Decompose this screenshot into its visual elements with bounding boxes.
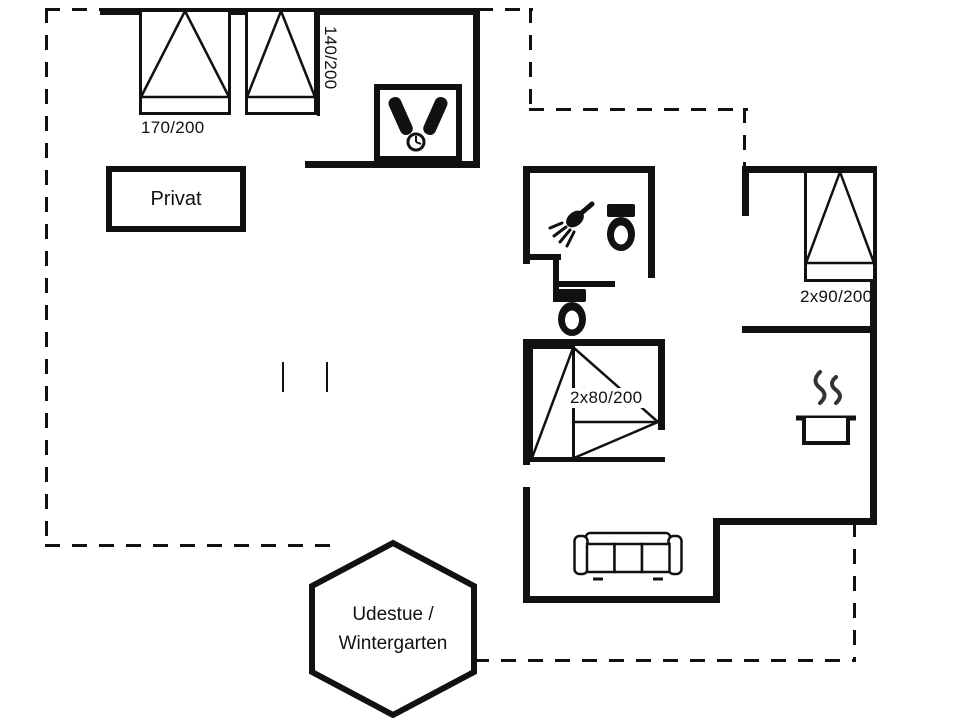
single-bed-icon: [245, 9, 317, 115]
wintergarten-hexagon: [309, 539, 477, 718]
toilet-icon: [558, 289, 586, 336]
wall-segment: [553, 254, 559, 302]
wall-segment: [648, 166, 655, 278]
wall-segment: [523, 339, 665, 346]
wall-segment: [742, 326, 877, 333]
wall-segment: [553, 281, 615, 287]
wall-segment: [742, 166, 877, 173]
terrace-boundary-dashed: [853, 522, 856, 662]
privat-room-box: Privat: [106, 166, 246, 232]
privat-label: Privat: [150, 187, 202, 210]
sauna-box: [374, 84, 462, 162]
door-opening-mark: [282, 362, 284, 392]
wall-segment: [523, 254, 561, 260]
wall-segment: [523, 166, 530, 264]
bed-size-label-2x80: 2x80/200: [568, 388, 645, 408]
double-bed-icon: [804, 170, 876, 282]
wall-segment: [742, 166, 749, 216]
wall-segment: [523, 487, 530, 603]
wall-segment: [473, 8, 480, 168]
terrace-boundary-dashed: [474, 659, 855, 662]
bunk-bed-icon: [530, 346, 659, 460]
wall-segment: [305, 161, 480, 168]
toilet-icon: [607, 204, 635, 251]
wall-segment: [523, 457, 665, 462]
bed-size-label-140: 140/200: [321, 26, 340, 90]
terrace-boundary-dashed: [45, 8, 48, 548]
wall-segment: [523, 339, 530, 465]
wintergarten-label: Udestue / Wintergarten: [313, 600, 473, 658]
wall-segment: [658, 339, 665, 430]
wintergarten-label-line2: Wintergarten: [338, 633, 448, 654]
door-opening-mark: [326, 362, 328, 392]
terrace-boundary-dashed: [529, 8, 532, 111]
terrace-boundary-dashed: [45, 544, 340, 547]
double-bed-icon: [139, 9, 231, 115]
terrace-boundary-dashed: [743, 108, 746, 170]
sauna-heater-icon: [388, 96, 448, 152]
terrace-boundary-dashed: [478, 8, 533, 11]
wall-segment: [317, 8, 320, 116]
bed-size-label-2x90: 2x90/200: [800, 287, 873, 306]
cooking-pot-icon: [796, 370, 856, 445]
wall-segment: [870, 166, 877, 525]
wintergarten-label-line1: Udestue /: [352, 604, 434, 625]
terrace-boundary-dashed: [529, 108, 748, 111]
sofa-icon: [573, 531, 683, 581]
wall-segment: [713, 518, 720, 603]
wall-segment: [523, 166, 655, 173]
shower-icon: [548, 201, 595, 248]
terrace-boundary-dashed: [45, 8, 102, 11]
wall-segment: [713, 518, 877, 525]
bed-size-label-170: 170/200: [141, 118, 205, 137]
wall-segment: [523, 596, 720, 603]
